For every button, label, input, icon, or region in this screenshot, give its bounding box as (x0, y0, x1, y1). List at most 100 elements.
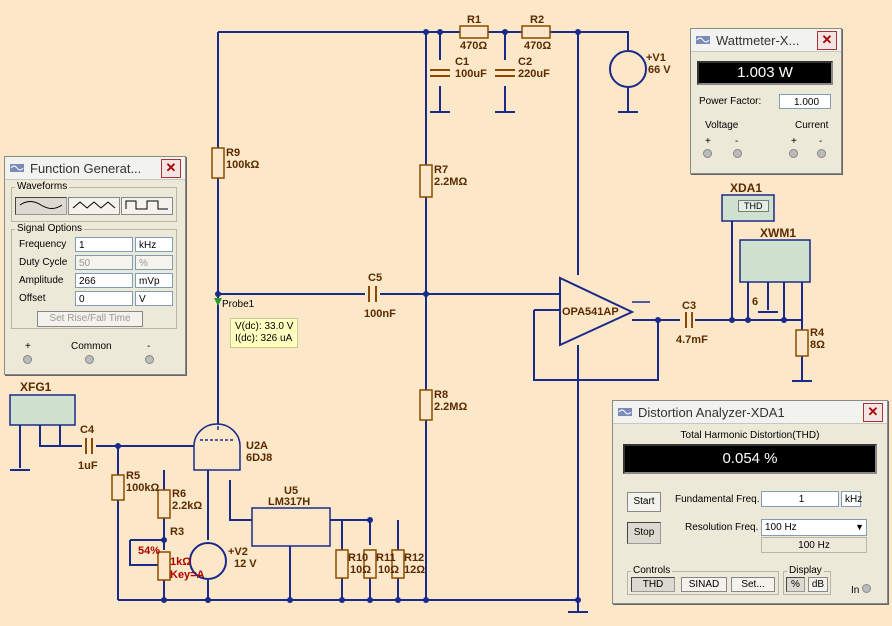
duty-cycle-label: Duty Cycle (19, 257, 68, 268)
r3-ref: R3 (170, 526, 185, 538)
set-button[interactable]: Set... (731, 577, 775, 592)
c5-value: 100nF (364, 308, 396, 320)
c2-ref: C2 (518, 56, 533, 68)
close-icon[interactable]: ✕ (817, 31, 837, 50)
offset-unit[interactable]: V (135, 291, 173, 306)
waveforms-label: Waveforms (15, 181, 70, 192)
r4-value: 8Ω (810, 339, 825, 351)
controls-group (627, 571, 779, 595)
plus-terminal-label: + (25, 341, 31, 352)
c1-ref: C1 (455, 56, 470, 68)
v2-source-symbol (189, 542, 227, 580)
controls-label: Controls (631, 565, 673, 576)
distortion-analyzer-title: Distortion Analyzer-XDA1 (638, 404, 785, 420)
r7-ref: R7 (434, 164, 449, 176)
set-rise-fall-button: Set Rise/Fall Time (37, 311, 143, 327)
c5-ref: C5 (368, 272, 383, 284)
close-icon[interactable]: ✕ (161, 159, 181, 178)
app-icon (696, 36, 710, 44)
common-terminal[interactable] (85, 355, 94, 364)
fundamental-freq-unit[interactable]: kHz (841, 491, 862, 507)
capacitor-plates (85, 69, 693, 454)
app-icon (10, 164, 24, 172)
frequency-input[interactable]: 1 (75, 237, 133, 252)
r6-ref: R6 (172, 488, 187, 500)
square-wave-button[interactable] (121, 197, 173, 215)
r12-ref: R12 (404, 552, 425, 564)
r10-value: 10Ω (350, 564, 372, 576)
stop-button[interactable]: Stop (627, 522, 661, 544)
distortion-analyzer-window: Distortion Analyzer-XDA1 ✕ Total Harmoni… (612, 400, 888, 604)
function-generator-window: Function Generat... ✕ Waveforms Signal O… (4, 156, 186, 375)
in-label: In (851, 585, 860, 596)
distortion-analyzer-titlebar[interactable]: Distortion Analyzer-XDA1 (613, 401, 887, 424)
thd-button[interactable]: THD (631, 577, 675, 592)
wattmeter-title: Wattmeter-X... (716, 32, 800, 48)
in-terminal[interactable] (862, 584, 871, 593)
offset-label: Offset (19, 293, 46, 304)
r5-ref: R5 (126, 470, 141, 482)
sinad-button[interactable]: SINAD (681, 577, 727, 592)
r11-value: 10Ω (378, 564, 400, 576)
amplitude-unit[interactable]: mVp (135, 273, 173, 288)
db-button[interactable]: dB (808, 577, 828, 592)
frequency-unit[interactable]: kHz (135, 237, 173, 252)
tube-symbol (193, 423, 241, 471)
minus-terminal[interactable] (145, 355, 154, 364)
r5-value: 100kΩ (126, 482, 160, 494)
sine-wave-icon (19, 201, 63, 209)
v1-value: 66 V (648, 64, 671, 76)
fundamental-freq-input[interactable]: 1 (761, 491, 839, 507)
wattmeter-reading: 1.003 W (697, 61, 833, 85)
amplitude-input[interactable]: 266 (75, 273, 133, 288)
r1-ref: R1 (467, 14, 482, 26)
r4-ref: R4 (810, 327, 825, 339)
c1-value: 100uF (455, 68, 487, 80)
frequency-label: Frequency (19, 239, 67, 250)
xwm1-symbol[interactable] (739, 239, 811, 283)
c4-value: 1uF (78, 460, 98, 472)
triangle-wave-button[interactable] (68, 197, 120, 215)
thd-header: Total Harmonic Distortion(THD) (680, 430, 820, 441)
display-label: Display (787, 565, 824, 576)
close-icon[interactable]: ✕ (863, 403, 883, 422)
schematic-wires (19, 31, 803, 612)
current-minus-terminal[interactable] (817, 149, 826, 158)
r10-ref: R10 (348, 552, 369, 564)
xwm1-pin: 6 (752, 296, 759, 308)
function-generator-titlebar[interactable]: Function Generat... (5, 157, 185, 180)
chevron-down-icon[interactable]: ▼ (855, 522, 864, 532)
voltage-minus-terminal[interactable] (733, 149, 742, 158)
sine-wave-button[interactable] (15, 197, 67, 215)
voltage-label: Voltage (705, 120, 739, 131)
v2-value: 12 V (234, 558, 257, 570)
wattmeter-window: Wattmeter-X... ✕ 1.003 W Power Factor: 1… (690, 28, 842, 174)
r3-key: Key=A (170, 569, 205, 581)
probe-name: Probe1 (222, 299, 255, 310)
probe-marker[interactable] (214, 298, 222, 306)
resolution-freq-select[interactable]: 100 Hz ▼ (761, 519, 867, 536)
square-wave-icon (125, 200, 168, 210)
r3-percent: 54% (138, 545, 161, 557)
function-generator-title: Function Generat... (30, 160, 142, 176)
xda1-thd-label: THD (738, 200, 769, 212)
resolution-freq-readout: 100 Hz (761, 537, 867, 553)
xfg1-symbol[interactable] (9, 394, 76, 426)
start-button[interactable]: Start (627, 492, 661, 512)
opamp-symbol (559, 276, 635, 347)
thd-reading: 0.054 % (623, 444, 877, 474)
ground-symbols (10, 111, 812, 613)
current-minus-label: - (819, 136, 823, 147)
c3-ref: C3 (682, 300, 697, 312)
plus-terminal[interactable] (23, 355, 32, 364)
current-plus-terminal[interactable] (789, 149, 798, 158)
wattmeter-titlebar[interactable]: Wattmeter-X... (691, 29, 841, 52)
r1-value: 470Ω (460, 40, 488, 52)
percent-button[interactable]: % (786, 577, 805, 592)
r8-value: 2.2MΩ (434, 401, 468, 413)
voltage-plus-terminal[interactable] (703, 149, 712, 158)
probe-vdc: V(dc): 33.0 V (235, 321, 294, 332)
v1-source-symbol (609, 50, 647, 88)
offset-input[interactable]: 0 (75, 291, 133, 306)
